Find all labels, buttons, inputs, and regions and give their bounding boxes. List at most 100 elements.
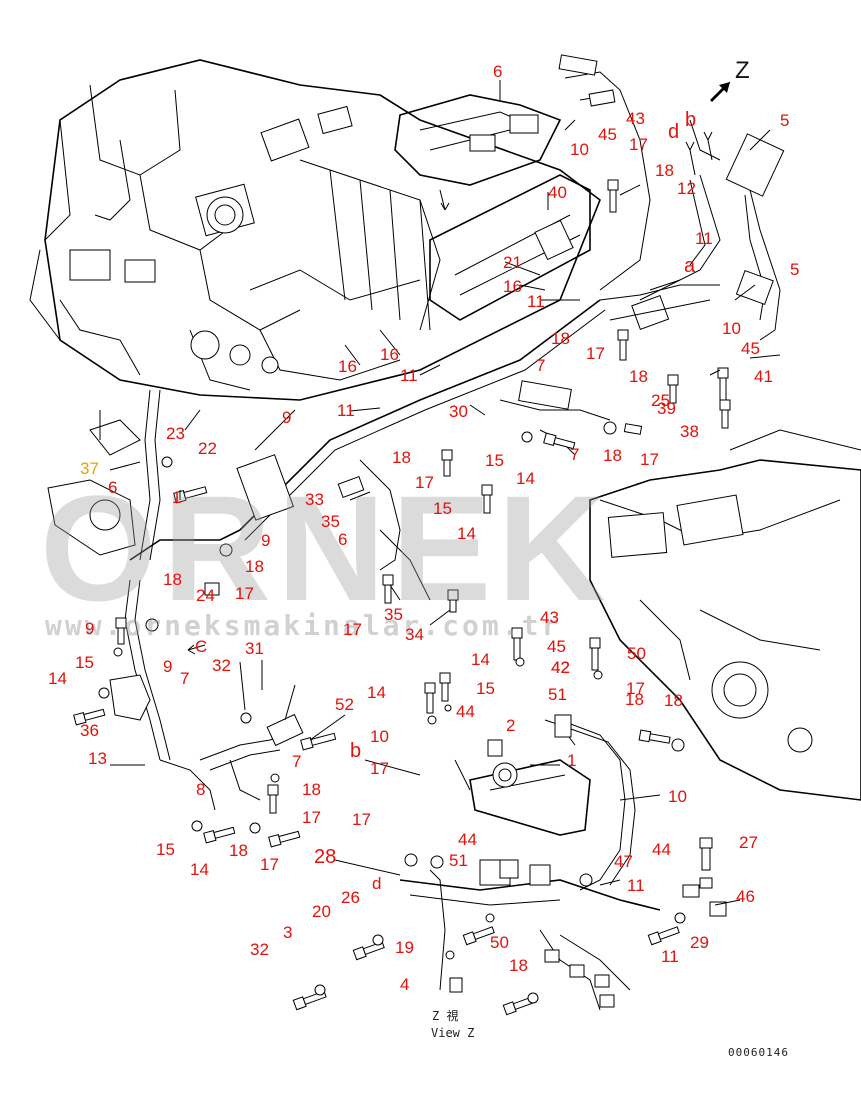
view-caption-jp: Z 視 bbox=[432, 1008, 458, 1023]
watermark-brand: ORNEK bbox=[40, 464, 612, 632]
part-labels: 6 43 45 17 10 5 d b 18 12 40 a 11 21 16 … bbox=[48, 62, 799, 994]
part-label: 30 bbox=[449, 402, 468, 421]
part-label: 17 bbox=[640, 450, 659, 469]
part-label: 10 bbox=[668, 787, 687, 806]
part-label: 15 bbox=[433, 499, 452, 518]
part-label: 7 bbox=[180, 669, 189, 688]
part-label: 6 bbox=[338, 530, 347, 549]
part-label: 41 bbox=[754, 367, 773, 386]
part-label: 1 bbox=[567, 751, 576, 770]
part-label: 5 bbox=[780, 111, 789, 130]
part-label: 18 bbox=[625, 690, 644, 709]
part-label: 14 bbox=[516, 469, 535, 488]
part-label: 17 bbox=[343, 620, 362, 639]
fasteners-artwork bbox=[73, 179, 731, 1016]
part-label: 43 bbox=[540, 608, 559, 627]
part-label: 42 bbox=[551, 658, 570, 677]
part-label: 5 bbox=[790, 260, 799, 279]
part-label: 35 bbox=[321, 512, 340, 531]
part-label: 14 bbox=[457, 524, 476, 543]
part-label: 9 bbox=[261, 531, 270, 550]
part-label: 18 bbox=[603, 446, 622, 465]
part-label: 38 bbox=[680, 422, 699, 441]
part-label: 11 bbox=[337, 401, 355, 420]
part-label: 32 bbox=[212, 656, 231, 675]
left-bracket-artwork bbox=[47, 410, 141, 556]
part-label: 17 bbox=[629, 135, 648, 154]
part-label: 6 bbox=[108, 478, 117, 497]
part-label: 6 bbox=[493, 62, 502, 81]
part-label: C bbox=[195, 637, 207, 656]
callout-letter: b bbox=[350, 740, 361, 762]
part-label: 7 bbox=[292, 752, 301, 771]
part-label: 33 bbox=[305, 490, 324, 509]
part-label: 23 bbox=[166, 424, 185, 443]
part-label: 42 bbox=[551, 658, 570, 677]
part-label: 18 bbox=[629, 367, 648, 386]
part-label: 7 bbox=[536, 356, 545, 375]
part-label: 15 bbox=[75, 653, 94, 672]
leader-lines bbox=[109, 80, 781, 906]
part-label: 11 bbox=[627, 876, 645, 895]
part-label: 22 bbox=[198, 439, 217, 458]
part-label: 18 bbox=[392, 448, 411, 467]
callout-letter: a bbox=[684, 255, 696, 277]
part-label: 16 bbox=[380, 345, 399, 364]
part-label: 9 bbox=[85, 619, 94, 638]
part-label: 29 bbox=[690, 933, 709, 952]
part-label: 14 bbox=[48, 669, 67, 688]
drawing-number: 00060146 bbox=[728, 1046, 789, 1059]
part-label: 45 bbox=[741, 339, 760, 358]
part-label: 11 bbox=[527, 292, 545, 311]
part-label: 45 bbox=[547, 637, 566, 656]
part-label: 17 bbox=[302, 808, 321, 827]
part-label: 3 bbox=[283, 923, 292, 942]
part-label: 13 bbox=[88, 749, 107, 768]
part-label: 37 bbox=[80, 459, 99, 478]
view-axis-label: Z bbox=[735, 57, 750, 84]
main-tube-artwork bbox=[124, 299, 611, 761]
part-label: 17 bbox=[352, 810, 371, 829]
part-label: 15 bbox=[476, 679, 495, 698]
part-label: 36 bbox=[80, 721, 99, 740]
part-label: 16 bbox=[503, 277, 522, 296]
view-caption-en: View Z bbox=[431, 1026, 474, 1040]
part-label: 26 bbox=[341, 888, 360, 907]
part-label: 47 bbox=[614, 852, 633, 871]
part-label: 10 bbox=[722, 319, 741, 338]
part-label: 11 bbox=[661, 947, 679, 966]
part-label: 46 bbox=[736, 887, 755, 906]
part-label: 44 bbox=[652, 840, 671, 859]
part-label: 11 bbox=[400, 366, 418, 385]
watermark: ORNEK www.orneksmakinalar.com.tr bbox=[40, 464, 612, 642]
part-label: 10 bbox=[570, 140, 589, 159]
part-label: 20 bbox=[312, 902, 331, 921]
part-label: 27 bbox=[739, 833, 758, 852]
part-label: 1 bbox=[172, 488, 181, 507]
part-label: 16 bbox=[338, 357, 357, 376]
part-label: 44 bbox=[456, 702, 475, 721]
callout-letter: d bbox=[668, 121, 679, 143]
part-label: 17 bbox=[586, 344, 605, 363]
callout-letter: 28 bbox=[314, 846, 336, 868]
part-label: 2 bbox=[506, 716, 515, 735]
part-label: 40 bbox=[548, 183, 567, 202]
lower-bracket-artwork bbox=[399, 714, 661, 1011]
part-label: 45 bbox=[598, 125, 617, 144]
part-label: d bbox=[372, 874, 381, 893]
view-z-arrow bbox=[710, 81, 731, 102]
part-label: 10 bbox=[370, 727, 389, 746]
part-label: 18 bbox=[551, 329, 570, 348]
part-label: 24 bbox=[196, 586, 215, 605]
part-label: 18 bbox=[302, 780, 321, 799]
callout-letter: b bbox=[685, 109, 696, 131]
part-label: 39 bbox=[657, 399, 676, 418]
part-label: 51 bbox=[548, 685, 567, 704]
part-label: 18 bbox=[163, 570, 182, 589]
part-label: 50 bbox=[490, 933, 509, 952]
part-label: 25 bbox=[651, 391, 670, 410]
part-label: 18 bbox=[655, 161, 674, 180]
part-label: 9 bbox=[163, 657, 172, 676]
